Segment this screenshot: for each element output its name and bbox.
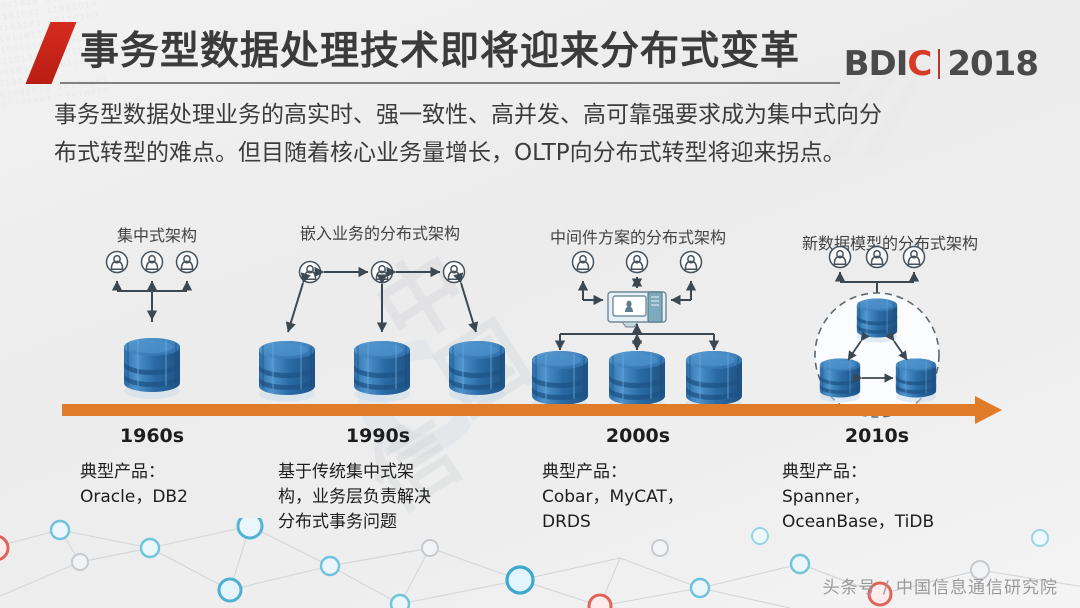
- brand-bdi-text: BDI: [843, 44, 909, 84]
- column-4-architecture: [814, 245, 940, 418]
- middleware-server-icon: [607, 291, 667, 328]
- column-1-architecture: [105, 250, 199, 400]
- desc-3-line-3: DRDS: [542, 512, 591, 532]
- column-3-architecture: [531, 250, 743, 413]
- desc-2-line-1: 基于传统集中式架: [278, 462, 414, 482]
- description-column-4: 典型产品： Spanner， OceanBase，TiDB: [782, 460, 934, 535]
- brand-c-letter: C: [907, 44, 932, 84]
- desc-1-line-1: 典型产品：: [80, 462, 165, 482]
- title-underline: [60, 82, 840, 84]
- column-heading-3: 中间件方案的分布式架构: [549, 228, 726, 247]
- brand-logo: BDI C 2018: [843, 44, 1039, 84]
- subtitle-block: 事务型数据处理业务的高实时、强一致性、高并发、高可靠强要求成为集中式向分 布式转…: [54, 96, 1044, 172]
- footer-attribution: 头条号 / 中国信息通信研究院: [822, 578, 1058, 598]
- desc-1-line-2: Oracle，DB2: [80, 487, 188, 507]
- desc-2-line-2: 构，业务层负责解决: [278, 487, 431, 507]
- era-label-2010s: 2010s: [844, 425, 910, 447]
- page-title: 事务型数据处理技术即将迎来分布式变革: [80, 29, 801, 74]
- column-heading-1: 集中式架构: [116, 226, 197, 245]
- brand-year: 2018: [947, 44, 1039, 84]
- description-column-2: 基于传统集中式架 构，业务层负责解决 分布式事务问题: [278, 460, 431, 535]
- desc-3-line-1: 典型产品：: [542, 462, 627, 482]
- timeline-arrow: [62, 396, 1002, 424]
- era-label-2000s: 2000s: [605, 425, 671, 447]
- era-label-1990s: 1990s: [345, 425, 411, 447]
- network-decoration: [0, 518, 1080, 608]
- brand-divider: [938, 49, 941, 79]
- description-column-3: 典型产品： Cobar，MyCAT， DRDS: [542, 460, 684, 535]
- column-heading-2: 嵌入业务的分布式架构: [299, 224, 460, 243]
- desc-3-line-2: Cobar，MyCAT，: [542, 487, 684, 507]
- subtitle-line-1: 事务型数据处理业务的高实时、强一致性、高并发、高可靠强要求成为集中式向分: [54, 102, 882, 128]
- description-column-1: 典型产品： Oracle，DB2: [80, 460, 188, 510]
- subtitle-line-2: 布式转型的难点。但目随着核心业务量增长，OLTP向分布式转型将迎来拐点。: [54, 140, 846, 166]
- desc-4-line-1: 典型产品：: [782, 462, 867, 482]
- desc-2-line-3: 分布式事务问题: [278, 512, 397, 532]
- desc-4-line-2: Spanner，: [782, 487, 870, 507]
- desc-4-line-3: OceanBase，TiDB: [782, 512, 935, 532]
- column-2-architecture: [258, 260, 506, 403]
- era-label-1960s: 1960s: [119, 425, 185, 447]
